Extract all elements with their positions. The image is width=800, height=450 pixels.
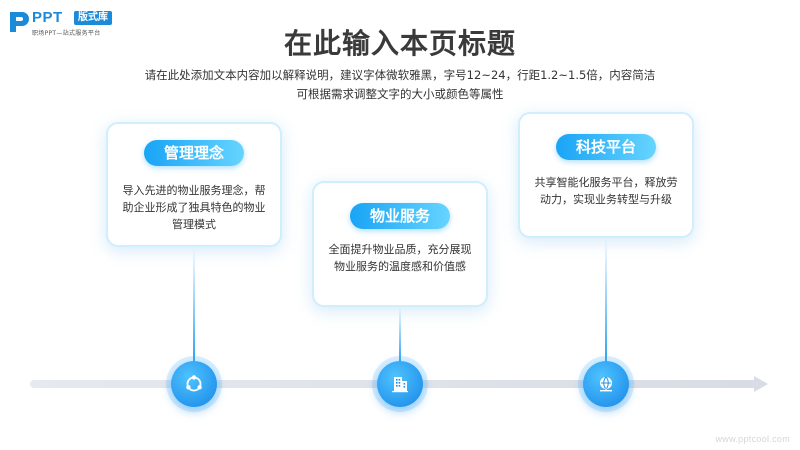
card-1-heading: 管理理念 (143, 140, 245, 166)
card-3-heading: 科技平台 (555, 134, 657, 160)
stem-3 (605, 238, 607, 362)
timeline-node-2[interactable] (377, 361, 423, 407)
brand-name: PPT (32, 9, 63, 26)
brand-tagline: 职场PPT—站式服务平台 (32, 30, 101, 37)
card-tech-platform[interactable]: 科技平台 共享智能化服务平台，释放劳 动力，实现业务转型与升级 (518, 112, 694, 238)
card-3-body: 共享智能化服务平台，释放劳 动力，实现业务转型与升级 (534, 176, 678, 206)
recycle-users-icon (186, 375, 202, 392)
watermark: www.pptcool.com (715, 434, 790, 444)
card-management-concept[interactable]: 管理理念 导入先进的物业服务理念，帮 助企业形成了独具特色的物业 管理模式 (106, 122, 282, 247)
page-title[interactable]: 在此输入本页标题 (283, 27, 516, 60)
card-1-body: 导入先进的物业服务理念，帮 助企业形成了独具特色的物业 管理模式 (122, 184, 266, 231)
timeline-arrow-icon (754, 376, 768, 392)
timeline-node-3[interactable] (583, 361, 629, 407)
building-icon (392, 377, 408, 393)
description-line-1: 请在此处添加文本内容加以解释说明，建议字体微软雅黑，字号12~24，行距1.2~… (144, 68, 656, 82)
description-line-2: 可根据需求调整文字的大小或颜色等属性 (296, 87, 504, 101)
stem-1 (193, 247, 195, 362)
brand-logo: PPT 版式库 职场PPT—站式服务平台 (8, 8, 148, 38)
ppt-logo-icon (10, 12, 29, 32)
timeline-node-1[interactable] (171, 361, 217, 407)
brand-badge: 版式库 (74, 11, 112, 25)
globe-network-icon (600, 376, 612, 392)
card-2-heading: 物业服务 (349, 203, 451, 229)
stem-2 (399, 307, 401, 362)
card-2-body: 全面提升物业品质，充分展现 物业服务的温度感和价值感 (328, 243, 472, 273)
card-property-service[interactable]: 物业服务 全面提升物业品质，充分展现 物业服务的温度感和价值感 (312, 181, 488, 307)
page-description[interactable]: 请在此处添加文本内容加以解释说明，建议字体微软雅黑，字号12~24，行距1.2~… (0, 66, 800, 104)
